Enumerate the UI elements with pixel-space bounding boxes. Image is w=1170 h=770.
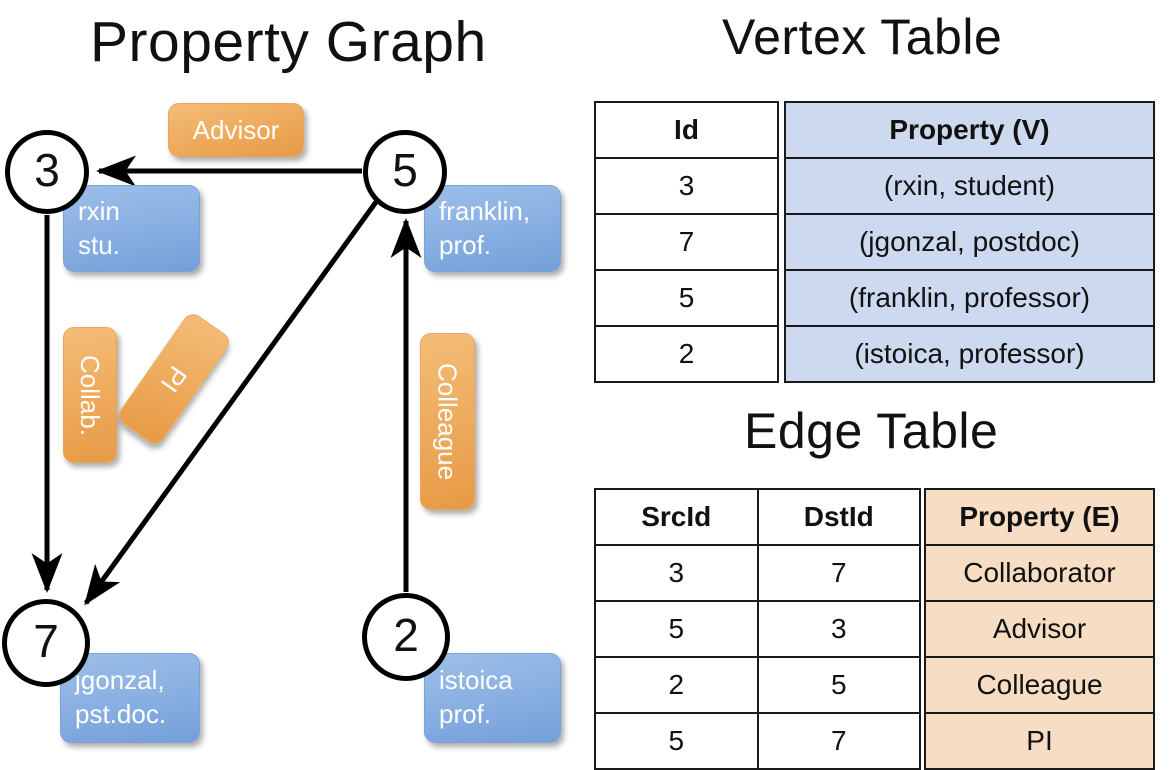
table-row: Colleague	[924, 656, 1155, 714]
vertex-table-id-column: Id 3 7 5 2	[594, 101, 779, 383]
table-row: 2 5	[594, 656, 921, 714]
table-row: 5	[594, 269, 779, 327]
table-header-row: Property (E)	[924, 488, 1155, 546]
vertex-table-id-cell: 7	[594, 213, 779, 271]
table-header-row: Property (V)	[784, 101, 1155, 159]
table-row: 2	[594, 325, 779, 383]
vertex-table-id-cell: 5	[594, 269, 779, 327]
vertex-property-box-7: jgonzal, pst.doc.	[60, 653, 200, 743]
vertex-property-5-line2: prof.	[439, 229, 492, 260]
edge-table-dst-cell: 3	[756, 600, 921, 658]
edge-label-collab: Collab.	[63, 327, 117, 463]
table-row: (jgonzal, postdoc)	[784, 213, 1155, 271]
edge-table-src-cell: 3	[594, 544, 759, 602]
edge-table-src-cell: 2	[594, 656, 759, 714]
table-row: 3	[594, 157, 779, 215]
vertex-property-box-2: istoica prof.	[424, 653, 561, 743]
vertex-property-2-line2: prof.	[439, 699, 492, 729]
table-row: 3 7	[594, 544, 921, 602]
graph-node-3: 3	[5, 130, 89, 214]
table-header-row: Id	[594, 101, 779, 159]
table-row: Collaborator	[924, 544, 1155, 602]
edge-label-pi-text: PI	[154, 360, 194, 398]
vertex-property-7-line2: pst.doc.	[75, 699, 167, 729]
table-row: (rxin, student)	[784, 157, 1155, 215]
edge-table-header-property: Property (E)	[924, 488, 1155, 546]
vertex-property-2-line1: istoica	[439, 665, 513, 696]
edge-table-property-cell: Advisor	[924, 600, 1155, 658]
edge-label-colleague-text: Colleague	[432, 362, 463, 481]
vertex-table-header-id: Id	[594, 101, 779, 159]
section-title-vertex-table: Vertex Table	[722, 9, 1003, 65]
edge-label-colleague: Colleague	[420, 333, 475, 510]
edge-table-src-cell: 5	[594, 600, 759, 658]
table-row: (istoica, professor)	[784, 325, 1155, 383]
section-title-edge-table: Edge Table	[744, 403, 999, 459]
graph-edges-canvas	[31, 155, 422, 606]
page-title-property-graph: Property Graph	[90, 10, 487, 74]
edge-table-header-srcid: SrcId	[594, 488, 759, 546]
vertex-table-id-cell: 2	[594, 325, 779, 383]
edge-table-id-columns: SrcId DstId 3 7 5 3 2 5 5 7	[594, 488, 921, 770]
graph-node-7: 7	[2, 599, 90, 687]
edge-table-dst-cell: 5	[756, 656, 921, 714]
graph-node-5-label: 5	[392, 144, 418, 196]
table-row: 7	[594, 213, 779, 271]
table-row: PI	[924, 712, 1155, 770]
edge-table-header-dstid: DstId	[756, 488, 921, 546]
table-row: 5 3	[594, 600, 921, 658]
graph-node-2-label: 2	[393, 609, 419, 661]
vertex-table-property-cell: (franklin, professor)	[784, 269, 1155, 327]
vertex-property-3-line1: rxin	[78, 195, 120, 226]
graph-node-2: 2	[362, 593, 450, 681]
edge-table-dst-cell: 7	[756, 712, 921, 770]
edge-table-src-cell: 5	[594, 712, 759, 770]
edge-table-property-column: Property (E) Collaborator Advisor Collea…	[924, 488, 1155, 770]
vertex-table-id-cell: 3	[594, 157, 779, 215]
vertex-table-header-property: Property (V)	[784, 101, 1155, 159]
vertex-table-property-column: Property (V) (rxin, student) (jgonzal, p…	[784, 101, 1155, 383]
vertex-table-property-cell: (jgonzal, postdoc)	[784, 213, 1155, 271]
table-header-row: SrcId DstId	[594, 488, 921, 546]
vertex-property-box-3: rxin stu.	[63, 185, 200, 272]
edge-label-collab-text: Collab.	[75, 354, 105, 436]
vertex-property-5-line1: franklin,	[439, 195, 531, 226]
table-row: 5 7	[594, 712, 921, 770]
edge-table-property-cell: Colleague	[924, 656, 1155, 714]
vertex-property-box-5: franklin, prof.	[424, 185, 561, 272]
table-row: Advisor	[924, 600, 1155, 658]
vertex-table-property-cell: (rxin, student)	[784, 157, 1155, 215]
vertex-property-7-line1: jgonzal,	[75, 665, 165, 696]
edge-table-property-cell: Collaborator	[924, 544, 1155, 602]
edge-5-to-7-pi	[83, 200, 379, 606]
vertex-table-property-cell: (istoica, professor)	[784, 325, 1155, 383]
graph-node-7-label: 7	[33, 615, 59, 667]
table-row: (franklin, professor)	[784, 269, 1155, 327]
edge-table-property-cell: PI	[924, 712, 1155, 770]
graph-node-3-label: 3	[34, 144, 60, 196]
edge-label-advisor-text: Advisor	[192, 114, 280, 145]
edge-label-advisor: Advisor	[168, 103, 304, 157]
edge-table-dst-cell: 7	[756, 544, 921, 602]
graph-node-5: 5	[363, 130, 447, 214]
vertex-property-3-line2: stu.	[78, 229, 120, 260]
